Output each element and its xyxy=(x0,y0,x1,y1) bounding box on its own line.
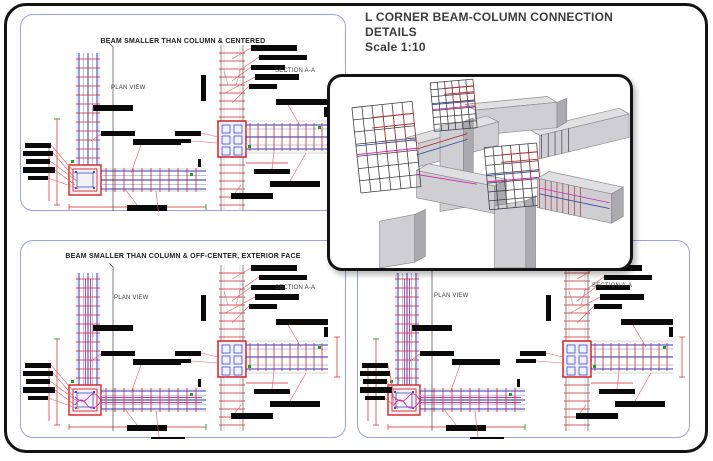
plan-view-label: PLAN VIEW xyxy=(111,85,146,91)
connection-drawing xyxy=(360,262,685,439)
sheet-title-scale: Scale 1:10 xyxy=(365,40,426,54)
render-3d-inset xyxy=(327,74,633,271)
plan-view-label: PLAN VIEW xyxy=(114,295,149,301)
section-aa-label: SECTION A-A xyxy=(592,283,633,289)
render-3d-drawing xyxy=(351,78,630,268)
sheet-title-block: L CORNER BEAM-COLUMN CONNECTION DETAILS … xyxy=(365,10,695,55)
sheet-title-line-2: DETAILS xyxy=(365,25,417,39)
panel-title: BEAM SMALLER THAN COLUMN & CENTERED xyxy=(100,38,266,45)
panel-beam-offcenter: BEAM SMALLER THAN COLUMN & OFF-CENTER, E… xyxy=(20,240,346,439)
section-aa-label: SECTION A-A xyxy=(275,285,316,291)
plan-view-label: PLAN VIEW xyxy=(434,293,469,299)
sheet-title-line-1: L CORNER BEAM-COLUMN CONNECTION xyxy=(365,10,613,24)
connection-drawing xyxy=(23,42,340,212)
section-aa-label: SECTION A-A xyxy=(275,68,316,74)
connection-drawing xyxy=(23,262,340,439)
panel-beam-centered: BEAM SMALLER THAN COLUMN & CENTERED PLAN… xyxy=(20,14,346,212)
panel-beam-third: PLAN VIEW SECTION A-A xyxy=(357,240,690,439)
panel-title: BEAM SMALLER THAN COLUMN & OFF-CENTER, E… xyxy=(65,253,301,260)
